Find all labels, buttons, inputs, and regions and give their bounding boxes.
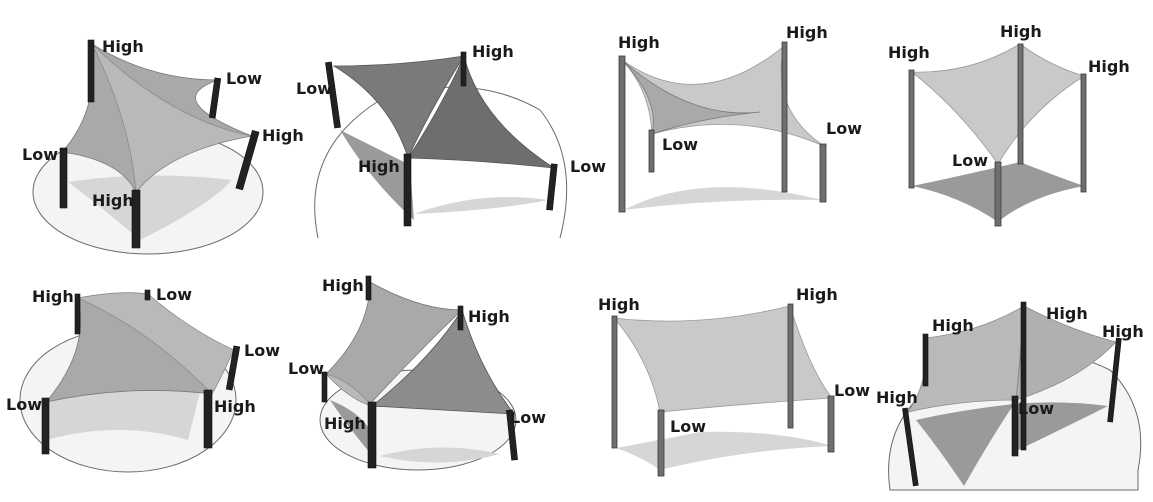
sail-shadow <box>380 447 500 463</box>
sail <box>325 281 463 405</box>
sail-fold <box>621 59 761 135</box>
pole <box>648 129 655 173</box>
high-label: High <box>888 43 930 62</box>
high-label: High <box>102 37 144 56</box>
sail <box>613 305 833 413</box>
high-label: High <box>1088 57 1130 76</box>
low-label: Low <box>288 359 324 378</box>
low-label: Low <box>1018 399 1054 418</box>
sail-shadow <box>1014 402 1108 452</box>
low-label: Low <box>22 145 58 164</box>
low-label: Low <box>826 119 862 138</box>
sail-shadow <box>46 387 200 440</box>
pole <box>546 163 558 211</box>
sail <box>910 43 1085 165</box>
low-label: Low <box>156 285 192 304</box>
high-label: High <box>324 414 366 433</box>
pole <box>365 275 372 301</box>
high-label: High <box>322 276 364 295</box>
high-label: High <box>472 42 514 61</box>
high-label: High <box>786 23 828 42</box>
pole <box>41 397 50 455</box>
pole <box>59 147 68 209</box>
low-label: Low <box>834 381 870 400</box>
high-label: High <box>214 397 256 416</box>
high-label: High <box>468 307 510 326</box>
pole <box>1020 301 1027 451</box>
high-label: High <box>1000 22 1042 41</box>
pole <box>457 305 464 331</box>
pole <box>87 39 95 103</box>
pole <box>131 189 141 249</box>
panel-8-double-sail: High High High High Low <box>876 301 1144 491</box>
pole <box>908 69 915 189</box>
pole <box>787 303 794 429</box>
sail-shadow <box>340 130 414 220</box>
pole <box>1011 395 1019 457</box>
low-label: Low <box>226 69 262 88</box>
pole <box>819 143 827 203</box>
panel-4-four-point-sail: High High High Low <box>888 22 1130 227</box>
pole <box>922 333 929 387</box>
sail <box>370 309 515 415</box>
pole <box>1080 73 1087 193</box>
low-label: Low <box>296 79 332 98</box>
low-label: Low <box>952 151 988 170</box>
pole <box>994 161 1002 227</box>
sail-shadow <box>616 431 832 470</box>
panel-3-hypar-sail: High High Low Low <box>618 23 862 213</box>
pole <box>618 55 626 213</box>
pole <box>781 41 788 193</box>
high-label: High <box>32 287 74 306</box>
high-label: High <box>92 191 134 210</box>
high-label: High <box>1046 304 1088 323</box>
pole <box>611 315 618 449</box>
pole <box>657 409 665 477</box>
sail-shadow <box>68 175 232 240</box>
pole <box>144 289 151 301</box>
low-label: Low <box>510 408 546 427</box>
high-label: High <box>598 295 640 314</box>
pole <box>827 395 835 453</box>
pole <box>225 345 241 391</box>
low-label: Low <box>6 395 42 414</box>
sail <box>332 55 465 160</box>
high-label: High <box>358 157 400 176</box>
high-label: High <box>932 316 974 335</box>
panel-2-two-triangle-sails: High Low High Low <box>296 42 606 239</box>
low-label: Low <box>662 135 698 154</box>
low-label: Low <box>570 157 606 176</box>
pole <box>208 77 222 119</box>
panel-7-four-point-sail: High High Low Low <box>598 285 870 477</box>
pole <box>460 51 467 87</box>
low-label: Low <box>244 341 280 360</box>
pole <box>1107 337 1122 423</box>
high-label: High <box>618 33 660 52</box>
sail-shadow <box>624 187 822 210</box>
high-label: High <box>876 388 918 407</box>
pole <box>203 389 213 449</box>
pole <box>321 371 328 403</box>
sail-shadow <box>414 197 548 214</box>
low-label: Low <box>670 417 706 436</box>
pole <box>74 293 81 335</box>
sail <box>407 54 555 169</box>
high-label: High <box>796 285 838 304</box>
pole <box>506 409 518 461</box>
panel-5-two-triangle-sails: High Low Low Low High <box>6 285 280 473</box>
pole <box>325 61 341 129</box>
sail-fold <box>91 43 253 194</box>
high-label: High <box>1102 322 1144 341</box>
pole <box>1017 43 1024 165</box>
pole <box>902 407 919 487</box>
sail-shadow <box>916 404 1014 486</box>
sail-shadow <box>330 400 377 460</box>
pole <box>235 129 260 191</box>
pole <box>403 153 412 227</box>
high-label: High <box>262 126 304 145</box>
pole <box>367 401 377 469</box>
panel-6-three-sails: High High Low High Low <box>288 275 546 471</box>
panel-1-four-point-twisted-sail: High Low High Low High <box>22 37 304 255</box>
